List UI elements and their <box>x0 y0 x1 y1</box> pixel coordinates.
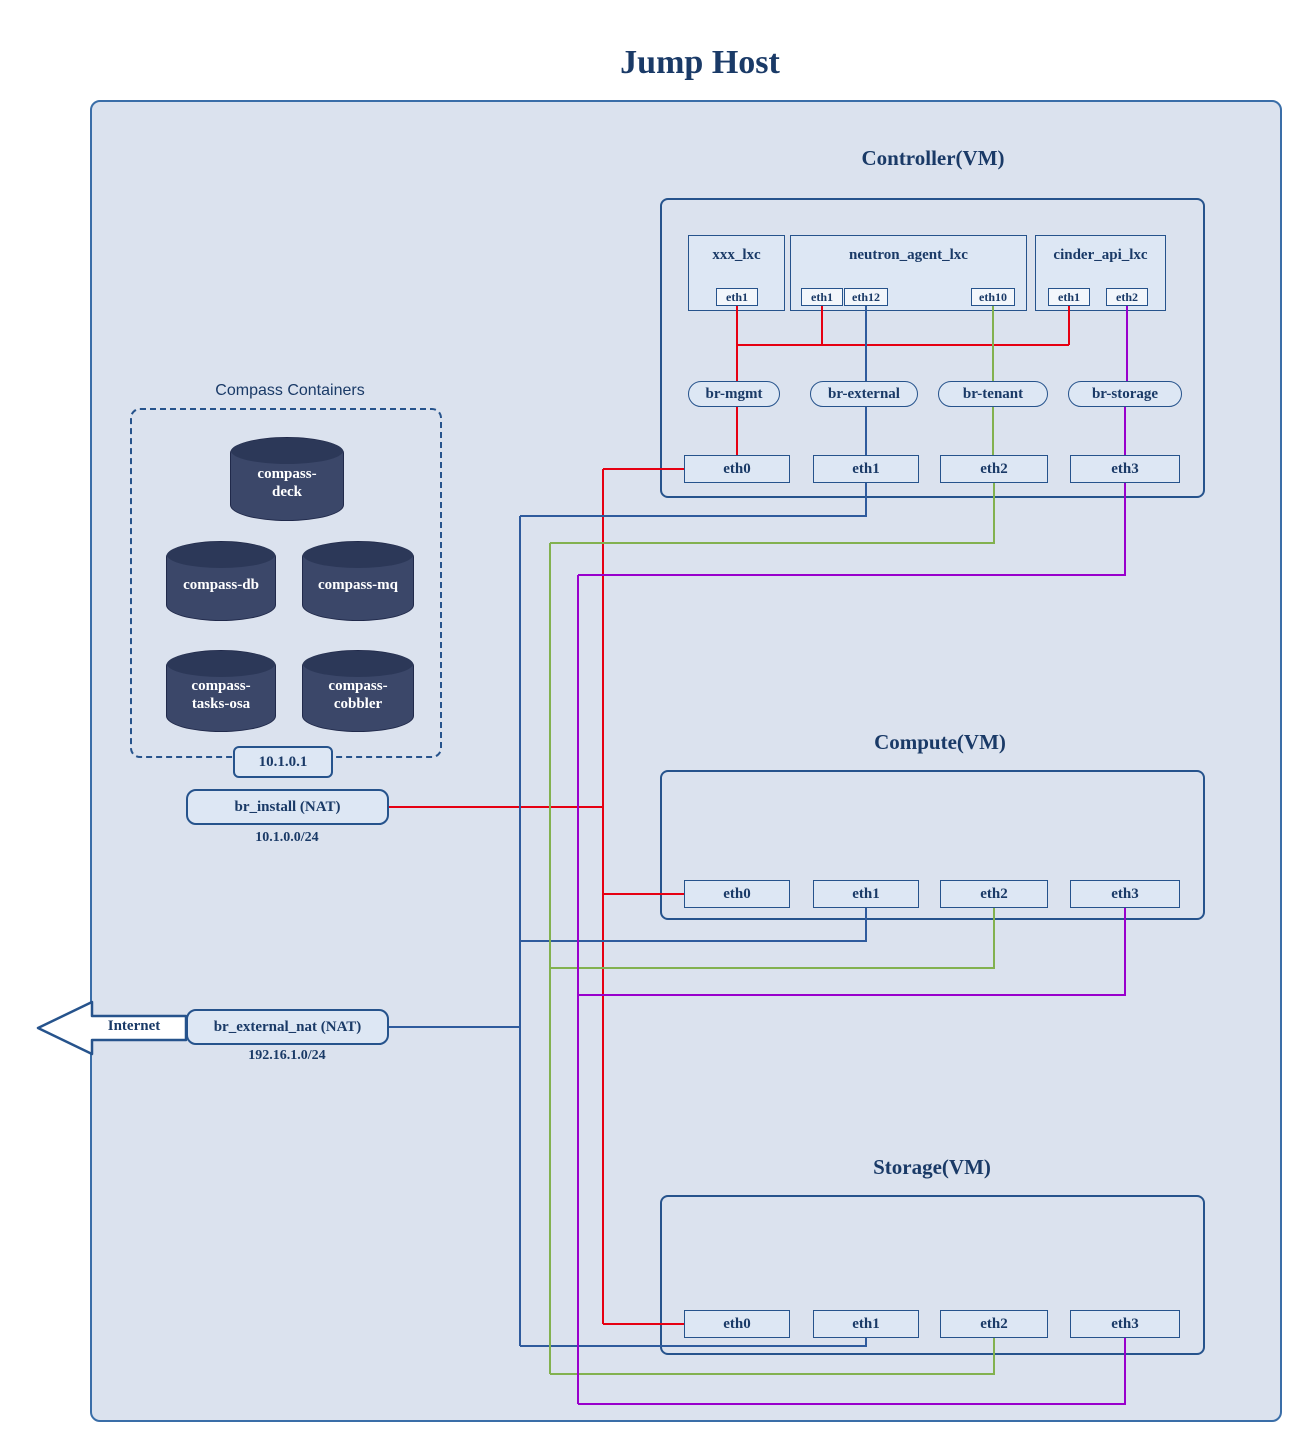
br-external-nat-box: br_external_nat (NAT) <box>186 1009 389 1045</box>
compute-nic-eth3: eth3 <box>1070 880 1180 908</box>
controller-nic-eth2: eth2 <box>940 455 1048 483</box>
br-external-subnet: 192.16.1.0/24 <box>248 1048 326 1063</box>
neutron-port-eth1: eth1 <box>801 288 843 306</box>
br-install-ip-box: 10.1.0.1 <box>233 746 333 778</box>
br-install-subnet: 10.1.0.0/24 <box>255 830 319 845</box>
bridge-br-mgmt: br-mgmt <box>688 381 780 407</box>
storage-nic-eth2: eth2 <box>940 1310 1048 1338</box>
neutron-port-eth12: eth12 <box>844 288 888 306</box>
storage-nic-eth1: eth1 <box>813 1310 919 1338</box>
br-install-nat-box: br_install (NAT) <box>186 789 389 825</box>
bridge-br-tenant: br-tenant <box>938 381 1048 407</box>
compass-deck-container: compass-deck <box>230 437 344 521</box>
compass-deck-label: compass-deck <box>257 466 317 500</box>
compass-mq-label: compass-mq <box>317 577 398 594</box>
controller-nic-eth0: eth0 <box>684 455 790 483</box>
controller-nic-eth3: eth3 <box>1070 455 1180 483</box>
controller-vm-title: Controller(VM) <box>861 146 1005 170</box>
bridge-br-storage: br-storage <box>1068 381 1182 407</box>
storage-nic-eth0: eth0 <box>684 1310 790 1338</box>
neutron-agent-lxc-label: neutron_agent_lxc <box>849 247 968 263</box>
compass-tasks-osa-container: compass-tasks-osa <box>166 650 276 732</box>
bridge-br-external: br-external <box>810 381 918 407</box>
page-title: Jump Host <box>620 44 780 81</box>
compass-db-container: compass-db <box>166 541 276 621</box>
controller-nic-eth1: eth1 <box>813 455 919 483</box>
cinder-port-eth1: eth1 <box>1048 288 1090 306</box>
compass-mq-container: compass-mq <box>302 541 414 621</box>
compass-db-label: compass-db <box>183 577 259 594</box>
compute-nic-eth1: eth1 <box>813 880 919 908</box>
internet-label: Internet <box>107 1018 161 1034</box>
compute-vm-title: Compute(VM) <box>874 730 1006 754</box>
cinder-port-eth2: eth2 <box>1106 288 1148 306</box>
compass-cobbler-container: compass-cobbler <box>302 650 414 732</box>
compute-nic-eth0: eth0 <box>684 880 790 908</box>
compass-tasks-osa-label: compass-tasks-osa <box>191 678 251 712</box>
storage-nic-eth3: eth3 <box>1070 1310 1180 1338</box>
xxx-lxc-label: xxx_lxc <box>712 247 761 263</box>
cinder-api-lxc-label: cinder_api_lxc <box>1053 247 1148 263</box>
compute-nic-eth2: eth2 <box>940 880 1048 908</box>
neutron-port-eth10: eth10 <box>971 288 1015 306</box>
storage-vm-title: Storage(VM) <box>873 1155 991 1179</box>
compass-containers-label: Compass Containers <box>215 382 365 399</box>
xxx-lxc-port-eth1: eth1 <box>716 288 758 306</box>
compass-cobbler-label: compass-cobbler <box>328 678 388 712</box>
